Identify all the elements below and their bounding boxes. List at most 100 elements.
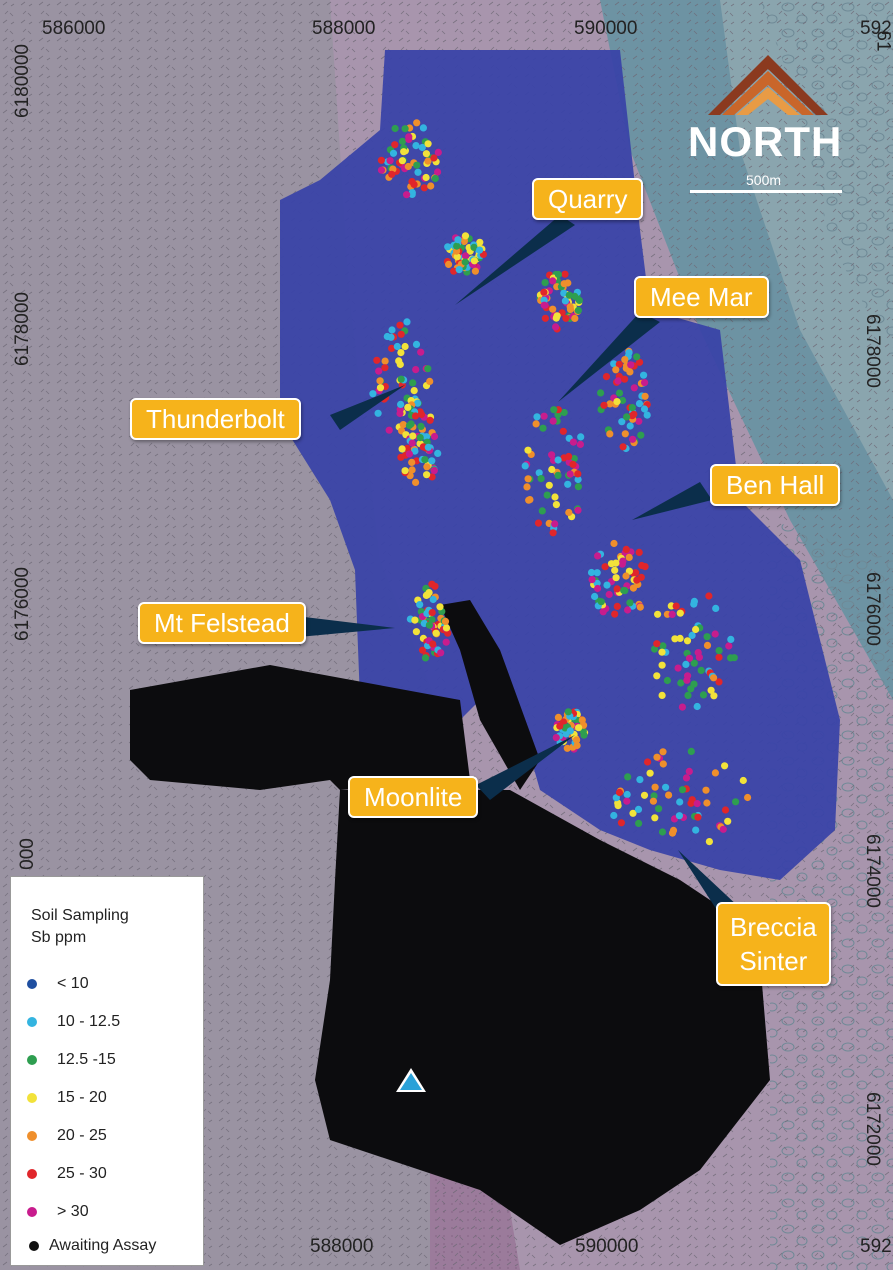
anomaly-dot xyxy=(560,289,568,297)
anomaly-dot xyxy=(739,776,747,785)
anomaly-dot xyxy=(521,462,529,470)
anomaly-dot xyxy=(389,149,398,157)
legend-swatch xyxy=(27,1055,37,1065)
anomaly-dot xyxy=(419,646,427,654)
anomaly-dot xyxy=(676,798,684,806)
anomaly-dot xyxy=(685,654,694,662)
anomaly-dot xyxy=(552,323,560,331)
legend-swatch xyxy=(27,1093,37,1103)
anomaly-dot xyxy=(615,788,624,797)
anomaly-dot xyxy=(662,783,670,791)
anomaly-dot xyxy=(588,576,596,584)
legend-label: 10 - 12.5 xyxy=(57,1013,121,1030)
anomaly-dot xyxy=(423,471,431,479)
anomaly-dot xyxy=(541,314,550,322)
anomaly-dot xyxy=(711,630,719,638)
anomaly-dot xyxy=(593,569,601,577)
anomaly-dot xyxy=(711,769,720,777)
anomaly-dot xyxy=(524,446,532,454)
anomaly-dot xyxy=(623,413,631,421)
anomaly-dot xyxy=(413,161,421,169)
anomaly-dot xyxy=(388,326,396,334)
anomaly-dot xyxy=(401,467,409,475)
legend-item: 15 - 20 xyxy=(27,1089,107,1107)
anomaly-dot xyxy=(461,232,470,240)
anomaly-dot xyxy=(641,379,649,387)
anomaly-dot xyxy=(422,150,430,158)
anomaly-dot xyxy=(721,762,729,770)
awaiting-assay-west xyxy=(130,665,470,790)
anomaly-dot xyxy=(628,404,636,412)
anomaly-dot xyxy=(659,760,667,768)
anomaly-dot xyxy=(476,238,484,246)
anomaly-dot xyxy=(744,793,752,802)
anomaly-dot xyxy=(454,236,462,244)
anomaly-dot xyxy=(658,828,667,836)
anomaly-dot xyxy=(412,340,421,348)
anomaly-dot xyxy=(552,734,560,742)
anomaly-dot xyxy=(587,568,596,577)
anomaly-dot xyxy=(532,420,540,428)
anomaly-dot xyxy=(636,776,644,784)
anomaly-dot xyxy=(405,133,413,141)
anomaly-dot xyxy=(537,475,545,483)
northing-label: 6178000 xyxy=(11,292,33,366)
anomaly-dot xyxy=(675,812,684,820)
anomaly-dot xyxy=(549,529,557,537)
anomaly-dot xyxy=(381,357,389,365)
legend-swatch xyxy=(27,1169,37,1179)
anomaly-dot xyxy=(692,625,700,634)
anomaly-dot xyxy=(629,584,638,592)
anomaly-dot xyxy=(533,413,541,421)
anomaly-dot xyxy=(413,119,421,127)
anomaly-dot xyxy=(426,377,434,385)
anomaly-dot xyxy=(721,806,730,814)
anomaly-dot xyxy=(610,811,618,820)
anomaly-dot xyxy=(610,360,618,368)
anomaly-dot xyxy=(423,463,431,471)
anomaly-dot xyxy=(565,452,573,461)
anomaly-dot xyxy=(376,377,384,385)
anomaly-dot xyxy=(414,168,422,176)
anomaly-dot xyxy=(632,569,640,577)
anomaly-dot xyxy=(434,449,442,457)
anomaly-dot xyxy=(556,722,564,730)
anomaly-dot xyxy=(614,377,622,385)
anomaly-dot xyxy=(683,676,691,684)
northing-label: 61 xyxy=(872,30,893,52)
anomaly-dot xyxy=(625,553,633,562)
anomaly-dot xyxy=(548,451,556,459)
anomaly-dot xyxy=(408,458,416,466)
anomaly-dot xyxy=(719,825,727,833)
anomaly-dot xyxy=(615,360,623,368)
anomaly-dot xyxy=(702,786,710,794)
easting-label: 588000 xyxy=(312,18,376,39)
anomaly-dot xyxy=(431,582,439,590)
anomaly-dot xyxy=(409,432,417,440)
anomaly-dot xyxy=(630,384,638,392)
legend-swatch xyxy=(29,1241,39,1251)
anomaly-dot xyxy=(626,599,634,607)
anomaly-dot xyxy=(622,545,630,554)
anomaly-dot xyxy=(391,124,399,133)
anomaly-dot xyxy=(430,432,439,441)
anomaly-dot xyxy=(552,501,561,509)
anomaly-dot xyxy=(668,829,677,837)
anomaly-dot xyxy=(617,819,626,827)
anomaly-dot xyxy=(425,621,433,629)
anomaly-dot xyxy=(543,491,551,499)
anomaly-dot xyxy=(710,674,718,682)
triangle-marker-fill xyxy=(400,1073,422,1090)
anomaly-dot xyxy=(388,344,396,352)
anomaly-dot xyxy=(391,141,399,149)
legend-title-line2: Sb ppm xyxy=(31,929,87,946)
legend-title-line1: Soil Sampling xyxy=(31,907,129,924)
callout-mt-felstead: Mt Felstead xyxy=(138,602,306,644)
callout-breccia-sinter: Breccia Sinter xyxy=(716,902,831,986)
anomaly-dot xyxy=(732,798,740,806)
northing-label: 6174000 xyxy=(862,834,884,908)
anomaly-dot xyxy=(575,724,583,732)
anomaly-dot xyxy=(564,708,572,716)
anomaly-dot xyxy=(540,412,548,420)
